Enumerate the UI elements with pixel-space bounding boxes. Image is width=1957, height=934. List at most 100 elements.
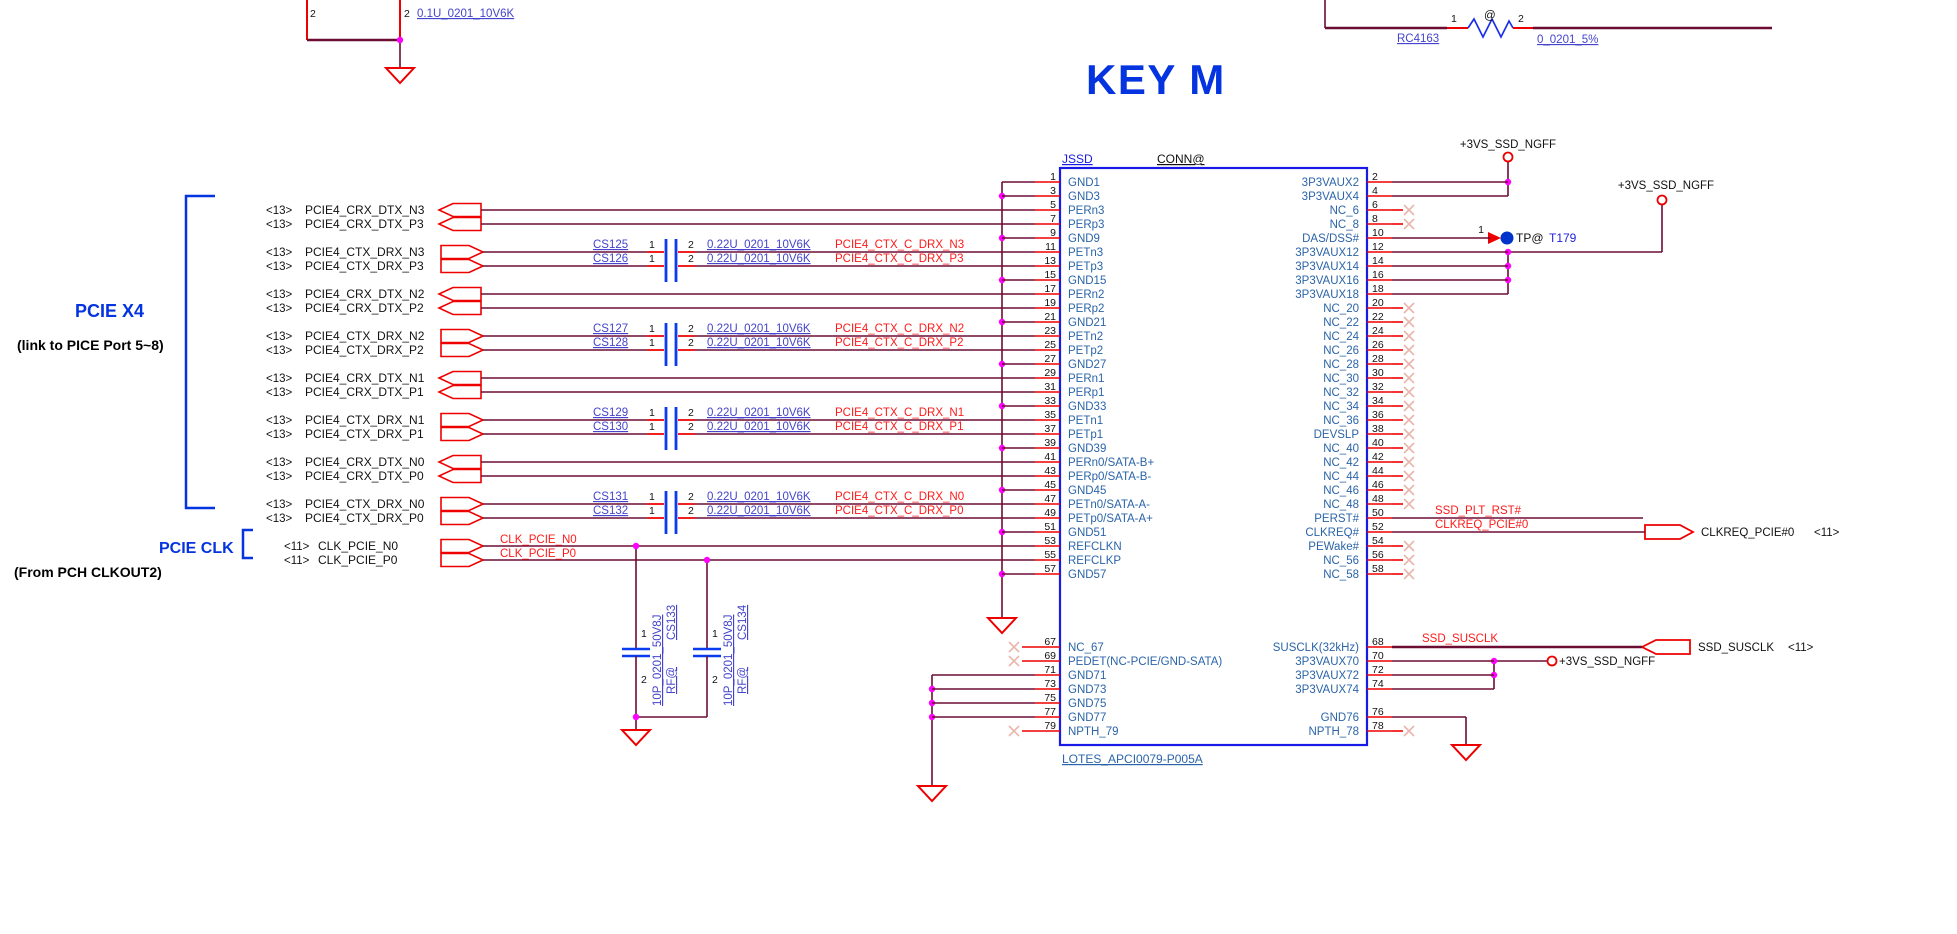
pin-number: 10 — [1372, 227, 1384, 239]
power-node-top: +3VS_SSD_NGFF — [1460, 139, 1556, 196]
testpoint-t179: 1 TP@ T179 — [1478, 224, 1577, 245]
nc-x-icon — [1403, 484, 1415, 496]
pin-name: DEVSLP — [1314, 429, 1360, 441]
clk-group-sublabel: (From PCH CLKOUT2) — [14, 564, 162, 580]
pin-name: GND27 — [1068, 359, 1106, 371]
pin-name: SUSCLK(32kHz) — [1273, 642, 1359, 654]
port-arrow-left-icon — [437, 384, 482, 400]
pin-name: PETp0/SATA-A+ — [1068, 513, 1153, 525]
pin-name: NC_6 — [1330, 205, 1359, 217]
pin-number: 11 — [1045, 241, 1056, 253]
signal-name: PCIE4_CTX_DRX_P1 — [305, 427, 424, 441]
port-arrow-left-icon — [437, 370, 482, 386]
page-title: KEY M — [1086, 56, 1226, 103]
testpoint-arrow-icon — [1488, 232, 1501, 244]
component-refdes: CS131 — [593, 491, 628, 503]
pin-name: NC_20 — [1323, 303, 1359, 315]
nc-x-icon — [1403, 442, 1415, 454]
connector-part-number: LOTES_APCI0079-P005A — [1062, 752, 1203, 766]
pin-name: NC_67 — [1068, 642, 1104, 654]
signal-name: PCIE4_CRX_DTX_P2 — [305, 301, 424, 315]
pin-number: 2 — [310, 8, 316, 20]
nc-x-icon — [1008, 725, 1020, 737]
nc-x-icon — [1403, 470, 1415, 482]
pin-name: CLKREQ# — [1305, 527, 1359, 539]
pin-number: 52 — [1372, 521, 1384, 533]
pin-name: NC_28 — [1323, 359, 1359, 371]
nc-x-icon — [1403, 428, 1415, 440]
pin-number: 48 — [1372, 493, 1384, 505]
pin-number: 33 — [1044, 395, 1056, 407]
ground-icon — [985, 617, 1019, 635]
pin-number: 1 — [641, 628, 647, 640]
port-arrow-right-icon — [440, 244, 485, 260]
pin-name: NC_36 — [1323, 415, 1359, 427]
connector-symbol: JSSD CONN@ LOTES_APCI0079-P005A — [1058, 152, 1369, 766]
pin-number: 19 — [1044, 297, 1056, 309]
pin-number: 79 — [1044, 720, 1056, 732]
resistor-icon — [1467, 17, 1514, 39]
net-label: PCIE4_CTX_C_DRX_P2 — [835, 337, 963, 349]
pin-name: NC_58 — [1323, 569, 1359, 581]
page-ref: <11> — [1788, 642, 1814, 654]
pin-name: 3P3VAUX70 — [1295, 656, 1359, 668]
bus-group-label: PCIE X4 — [75, 301, 144, 321]
pin-number: 2 — [688, 253, 694, 265]
pin-number: 2 — [688, 239, 694, 251]
port-name: CLKREQ_PCIE#0 — [1701, 527, 1794, 539]
pin-name: GND21 — [1068, 317, 1106, 329]
pin-name: NC_42 — [1323, 457, 1359, 469]
net-label: PCIE4_CTX_C_DRX_N1 — [835, 407, 964, 419]
pin-name: NC_46 — [1323, 485, 1359, 497]
pin-number: 1 — [649, 323, 655, 335]
pin-number: 53 — [1044, 535, 1056, 547]
pin-name: GND15 — [1068, 275, 1106, 287]
port-arrow-left-icon — [1639, 639, 1691, 655]
gnd-bus-bottom — [915, 675, 949, 803]
pin-name: GND57 — [1068, 569, 1106, 581]
pin-name: GND73 — [1068, 684, 1106, 696]
pin-name: PERp2 — [1068, 303, 1104, 315]
page-ref: <13> — [266, 457, 293, 469]
pin-name: NC_34 — [1323, 401, 1359, 413]
generated-detail: <13>PCIE4_CRX_DTX_N3<13>PCIE4_CRX_DTX_P3… — [266, 171, 1645, 738]
component-refdes: CS132 — [593, 505, 628, 517]
pin-number: 24 — [1372, 325, 1384, 337]
pin-number: 72 — [1372, 664, 1384, 676]
pin-name: 3P3VAUX2 — [1302, 177, 1359, 189]
pin-number: 45 — [1044, 479, 1056, 491]
port-arrow-right-icon — [440, 426, 485, 442]
pin-name: PETp1 — [1068, 429, 1103, 441]
power-node-icon — [1546, 655, 1558, 667]
page-ref: <11> — [284, 555, 310, 567]
pin-name: 3P3VAUX4 — [1302, 191, 1360, 203]
power-node-icon — [1656, 194, 1668, 206]
pin-number: 69 — [1044, 650, 1056, 662]
page-ref: <13> — [266, 331, 293, 343]
nc-x-icon — [1403, 568, 1415, 580]
signal-name: PCIE4_CRX_DTX_P0 — [305, 469, 424, 483]
pin-name: REFCLKN — [1068, 541, 1122, 553]
pin-name: NC_30 — [1323, 373, 1359, 385]
component-value: 0.22U_0201_10V6K — [707, 491, 811, 503]
pin-name: NC_22 — [1323, 317, 1359, 329]
port-arrow-left-icon — [437, 216, 482, 232]
pin-name: DAS/DSS# — [1302, 233, 1359, 245]
right-net-labels: SSD_PLT_RST# CLKREQ_PCIE#0 SSD_SUSCLK — [1422, 505, 1528, 645]
pin-number: 1 — [649, 253, 655, 265]
nc-x-icon — [1403, 386, 1415, 398]
pin-number: 1 — [1451, 13, 1457, 25]
pin-name: NPTH_78 — [1309, 726, 1360, 738]
pin-number: 2 — [404, 8, 410, 20]
net-label: PCIE4_CTX_C_DRX_P0 — [835, 505, 963, 517]
pin-number: 13 — [1044, 255, 1056, 267]
port-arrow-left-icon — [437, 468, 482, 484]
pin-number: 67 — [1044, 636, 1056, 648]
pin-number: 47 — [1044, 493, 1056, 505]
pin-name: PERn1 — [1068, 373, 1104, 385]
pin-number: 14 — [1372, 255, 1384, 267]
signal-name: PCIE4_CRX_DTX_N0 — [305, 455, 425, 469]
clkreq-offpage-port: CLKREQ_PCIE#0 <11> — [1644, 524, 1840, 540]
pin-number: 37 — [1044, 423, 1056, 435]
power-net-label: +3VS_SSD_NGFF — [1618, 180, 1714, 192]
